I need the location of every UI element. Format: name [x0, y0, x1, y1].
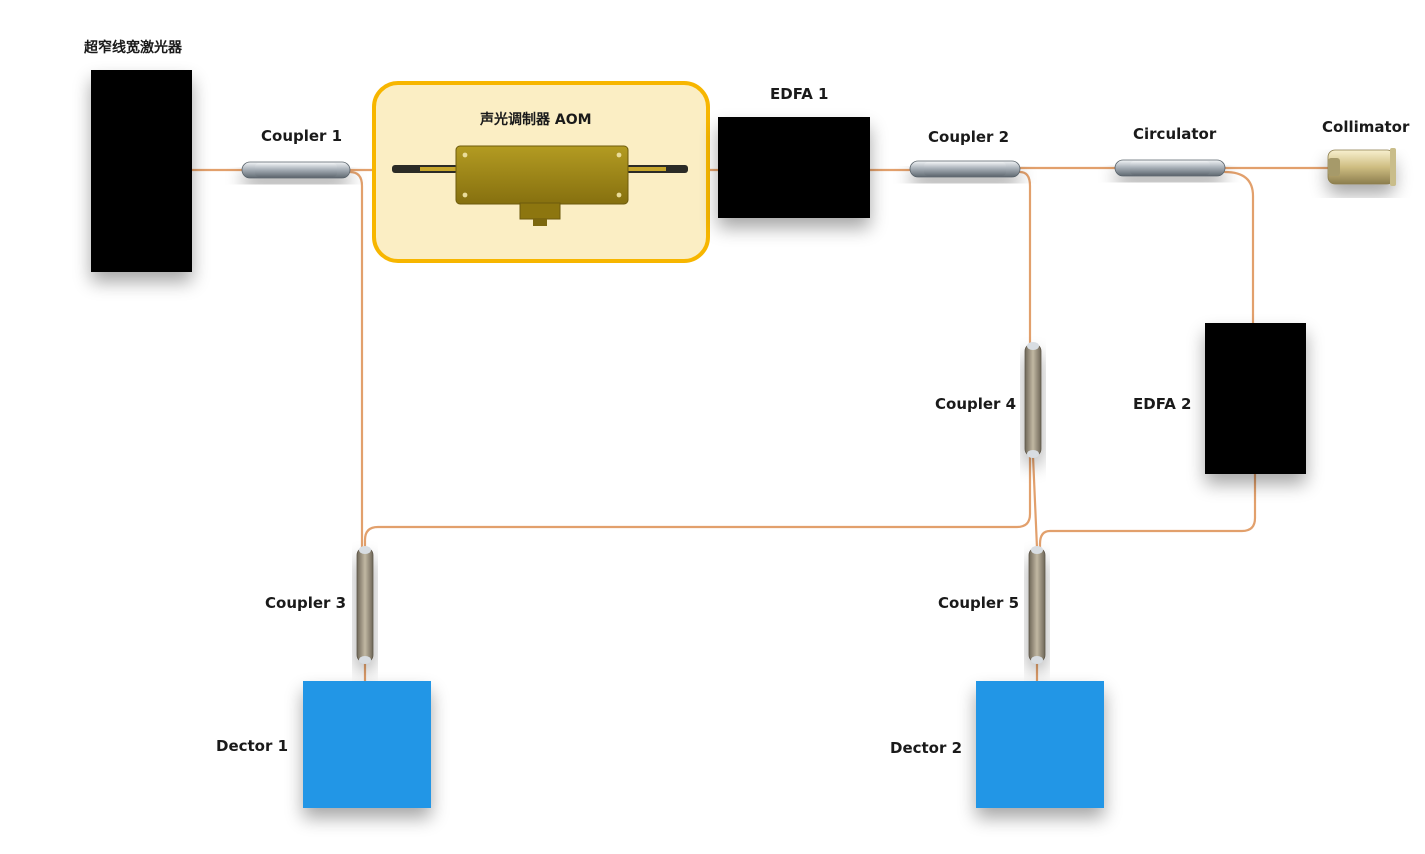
edfa2-label: EDFA 2: [1133, 395, 1192, 413]
coupler2-device: [909, 160, 1021, 178]
collimator-label: Collimator: [1322, 118, 1410, 136]
coupler4-device: [1024, 342, 1042, 458]
coupler5-label: Coupler 5: [938, 594, 1020, 612]
laser-box: [91, 70, 192, 272]
fiber-paths: [190, 166, 1332, 684]
edfa2-box: [1205, 323, 1306, 474]
coupler1-label: Coupler 1: [261, 127, 343, 145]
aom-body: [455, 145, 629, 205]
aom-rf-port: [519, 202, 561, 220]
fiber-coupler4-to-coupler5: [1031, 454, 1039, 550]
circulator-label: Circulator: [1133, 125, 1217, 143]
fiber-coupler1-down: [348, 170, 364, 550]
coupler3-label: Coupler 3: [265, 594, 347, 612]
aom-device: [392, 145, 688, 226]
detector1-label: Dector 1: [216, 737, 289, 755]
detector1-box: [303, 681, 431, 808]
coupler2-label: Coupler 2: [928, 128, 1010, 146]
fiber-coupler4-to-coupler3: [363, 454, 1032, 550]
aom-label: 声光调制器 AOM: [480, 112, 592, 128]
edfa1-box: [718, 117, 870, 218]
fiber-coupler2-down: [1018, 170, 1032, 346]
detector2-box: [976, 681, 1104, 808]
fiber-circulator-down: [1223, 170, 1255, 327]
coupler5-device: [1028, 546, 1046, 664]
laser-label: 超窄线宽激光器: [84, 40, 182, 56]
edfa1-label: EDFA 1: [770, 85, 829, 103]
coupler3-device: [356, 546, 374, 664]
coupler1-device: [241, 161, 351, 179]
fiber-edfa2-to-coupler5: [1038, 470, 1257, 550]
collimator-device: [1327, 148, 1396, 186]
detector2-label: Dector 2: [890, 739, 963, 757]
coupler4-label: Coupler 4: [935, 395, 1017, 413]
circulator-device: [1114, 159, 1226, 177]
